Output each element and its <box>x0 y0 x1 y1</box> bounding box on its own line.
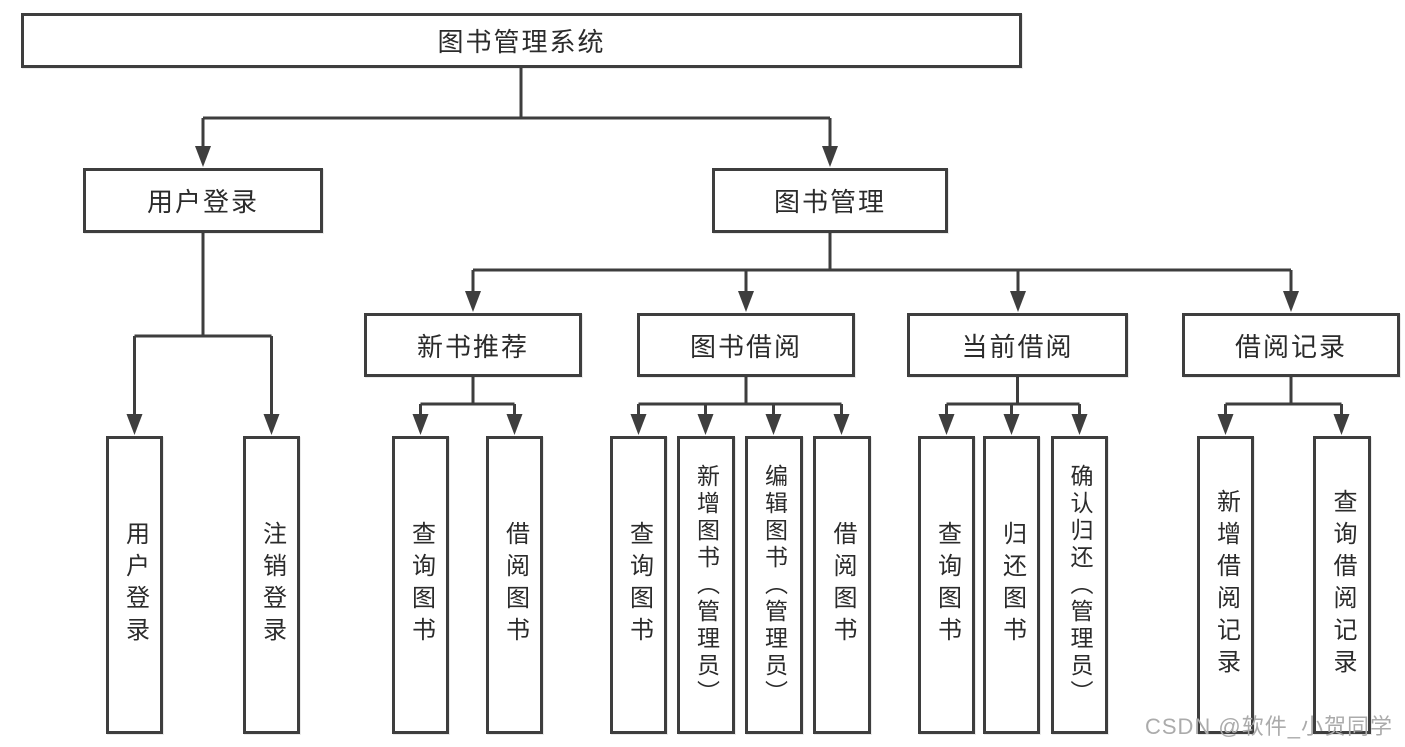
arrowhead <box>126 414 143 435</box>
leaf-logout: 注销登录 <box>243 436 300 734</box>
node-book-management: 图书管理 <box>712 168 948 233</box>
node-borrow-records: 借阅记录 <box>1182 313 1400 377</box>
node-label: 借阅图书 <box>829 521 856 649</box>
arrowhead <box>1071 414 1088 435</box>
leaf-query-books: 查询图书 <box>392 436 449 734</box>
node-label: 当前借阅 <box>961 331 1074 362</box>
arrowhead <box>1010 291 1026 312</box>
leaf-edit-books-admin: 编辑图书（管理员） <box>745 436 803 734</box>
node-label: 借阅记录 <box>1234 331 1347 362</box>
node-label: 借阅图书 <box>501 521 529 649</box>
arrowhead <box>1003 414 1020 435</box>
arrowhead <box>765 414 782 435</box>
node-label: 新增借阅记录 <box>1212 489 1240 681</box>
connector-current-to-leaves <box>945 377 1081 415</box>
node-label: 查询图书 <box>625 521 653 649</box>
arrowhead <box>938 414 955 435</box>
arrowhead <box>1283 291 1299 312</box>
leaf-query-borrow-record: 查询借阅记录 <box>1313 436 1371 734</box>
node-label: 新增图书（管理员） <box>693 463 720 707</box>
node-label: 新书推荐 <box>416 331 529 362</box>
csdn-watermark: CSDN @软件_小贺同学 <box>1144 714 1393 739</box>
node-label: 注销登录 <box>258 521 286 649</box>
node-book-borrow: 图书借阅 <box>637 313 855 377</box>
node-current-borrow: 当前借阅 <box>907 313 1128 377</box>
node-label: 确认归还（管理员） <box>1067 463 1093 707</box>
connector-root-to-level1 <box>201 68 832 148</box>
node-label: 查询借阅记录 <box>1329 489 1356 681</box>
connector-login-to-leaves <box>133 233 273 415</box>
leaf-borrow-books: 借阅图书 <box>486 436 543 734</box>
node-book-management-system: 图书管理系统 <box>21 13 1022 68</box>
leaf-borrow-books: 借阅图书 <box>813 436 871 734</box>
arrowhead <box>697 414 714 435</box>
leaf-add-borrow-record: 新增借阅记录 <box>1197 436 1254 734</box>
arrowhead <box>1333 414 1350 435</box>
node-label: 编辑图书（管理员） <box>761 463 788 707</box>
leaf-return-books: 归还图书 <box>983 436 1040 734</box>
leaf-query-books: 查询图书 <box>610 436 667 734</box>
node-user-login: 用户登录 <box>83 168 323 233</box>
arrowhead <box>630 414 647 435</box>
arrowhead <box>506 414 523 435</box>
node-label: 用户登录 <box>121 521 149 649</box>
leaf-user-login: 用户登录 <box>106 436 163 734</box>
node-new-book-recommend: 新书推荐 <box>364 313 582 377</box>
connector-recommend-to-leaves <box>419 377 516 415</box>
leaf-add-books-admin: 新增图书（管理员） <box>677 436 735 734</box>
node-label: 查询图书 <box>407 521 435 649</box>
connector-mgmt-to-groups <box>471 233 1293 293</box>
arrowhead <box>465 291 481 312</box>
node-label: 图书借阅 <box>689 331 802 362</box>
arrowhead <box>195 146 211 167</box>
arrowhead <box>738 291 754 312</box>
node-label: 归还图书 <box>998 521 1026 649</box>
arrowhead <box>833 414 850 435</box>
node-label: 用户登录 <box>146 187 259 217</box>
leaf-query-books: 查询图书 <box>918 436 975 734</box>
arrowhead <box>1217 414 1234 435</box>
connector-borrow-to-leaves <box>637 377 843 415</box>
arrowhead <box>822 146 838 167</box>
node-label: 图书管理系统 <box>437 27 606 57</box>
arrowhead <box>412 414 429 435</box>
node-label: 查询图书 <box>933 521 961 649</box>
leaf-confirm-return-admin: 确认归还（管理员） <box>1051 436 1108 734</box>
node-label: 图书管理 <box>773 187 886 217</box>
connector-records-to-leaves <box>1224 377 1343 415</box>
arrowhead <box>263 414 280 435</box>
